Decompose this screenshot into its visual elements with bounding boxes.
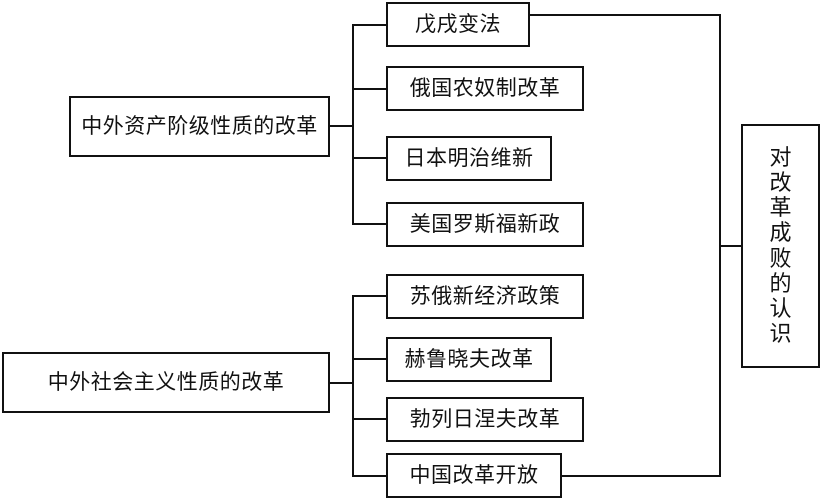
reform-box-wuxu: 戊戌变法 xyxy=(386,2,530,47)
summary-box: 对改革成败的认识 xyxy=(741,124,820,368)
reform-label-russian-serfdom: 俄国农奴制改革 xyxy=(409,76,561,100)
reform-box-meiji: 日本明治维新 xyxy=(386,136,552,181)
group-label-socialist: 中外社会主义性质的改革 xyxy=(47,370,285,394)
group-label-bourgeois: 中外资产阶级性质的改革 xyxy=(81,114,318,138)
summary-char-3: 成 xyxy=(769,221,792,247)
group-box-bourgeois: 中外资产阶级性质的改革 xyxy=(69,96,330,157)
summary-char-7: 识 xyxy=(769,321,792,347)
reform-label-china-opening: 中国改革开放 xyxy=(409,463,539,487)
reform-box-nep: 苏俄新经济政策 xyxy=(386,274,584,319)
summary-char-4: 败 xyxy=(769,246,792,272)
reform-label-new-deal: 美国罗斯福新政 xyxy=(409,212,561,236)
summary-char-5: 的 xyxy=(769,271,792,297)
summary-label: 对改革成败的认识 xyxy=(769,146,791,347)
group-box-socialist: 中外社会主义性质的改革 xyxy=(2,352,330,413)
reform-box-khrushchev: 赫鲁晓夫改革 xyxy=(386,337,552,382)
summary-char-1: 改 xyxy=(769,171,792,197)
reform-label-brezhnev: 勃列日涅夫改革 xyxy=(409,407,561,431)
reform-label-khrushchev: 赫鲁晓夫改革 xyxy=(404,347,534,371)
reform-box-brezhnev: 勃列日涅夫改革 xyxy=(386,397,584,442)
summary-char-2: 革 xyxy=(769,196,792,222)
reform-box-russian-serfdom: 俄国农奴制改革 xyxy=(386,66,584,111)
summary-char-6: 认 xyxy=(769,296,792,322)
reform-label-wuxu: 戊戌变法 xyxy=(415,12,501,36)
reform-label-nep: 苏俄新经济政策 xyxy=(409,284,561,308)
reform-box-china-opening: 中国改革开放 xyxy=(386,453,562,498)
reform-label-meiji: 日本明治维新 xyxy=(404,146,534,170)
summary-char-0: 对 xyxy=(769,146,792,172)
reform-box-new-deal: 美国罗斯福新政 xyxy=(386,202,584,247)
